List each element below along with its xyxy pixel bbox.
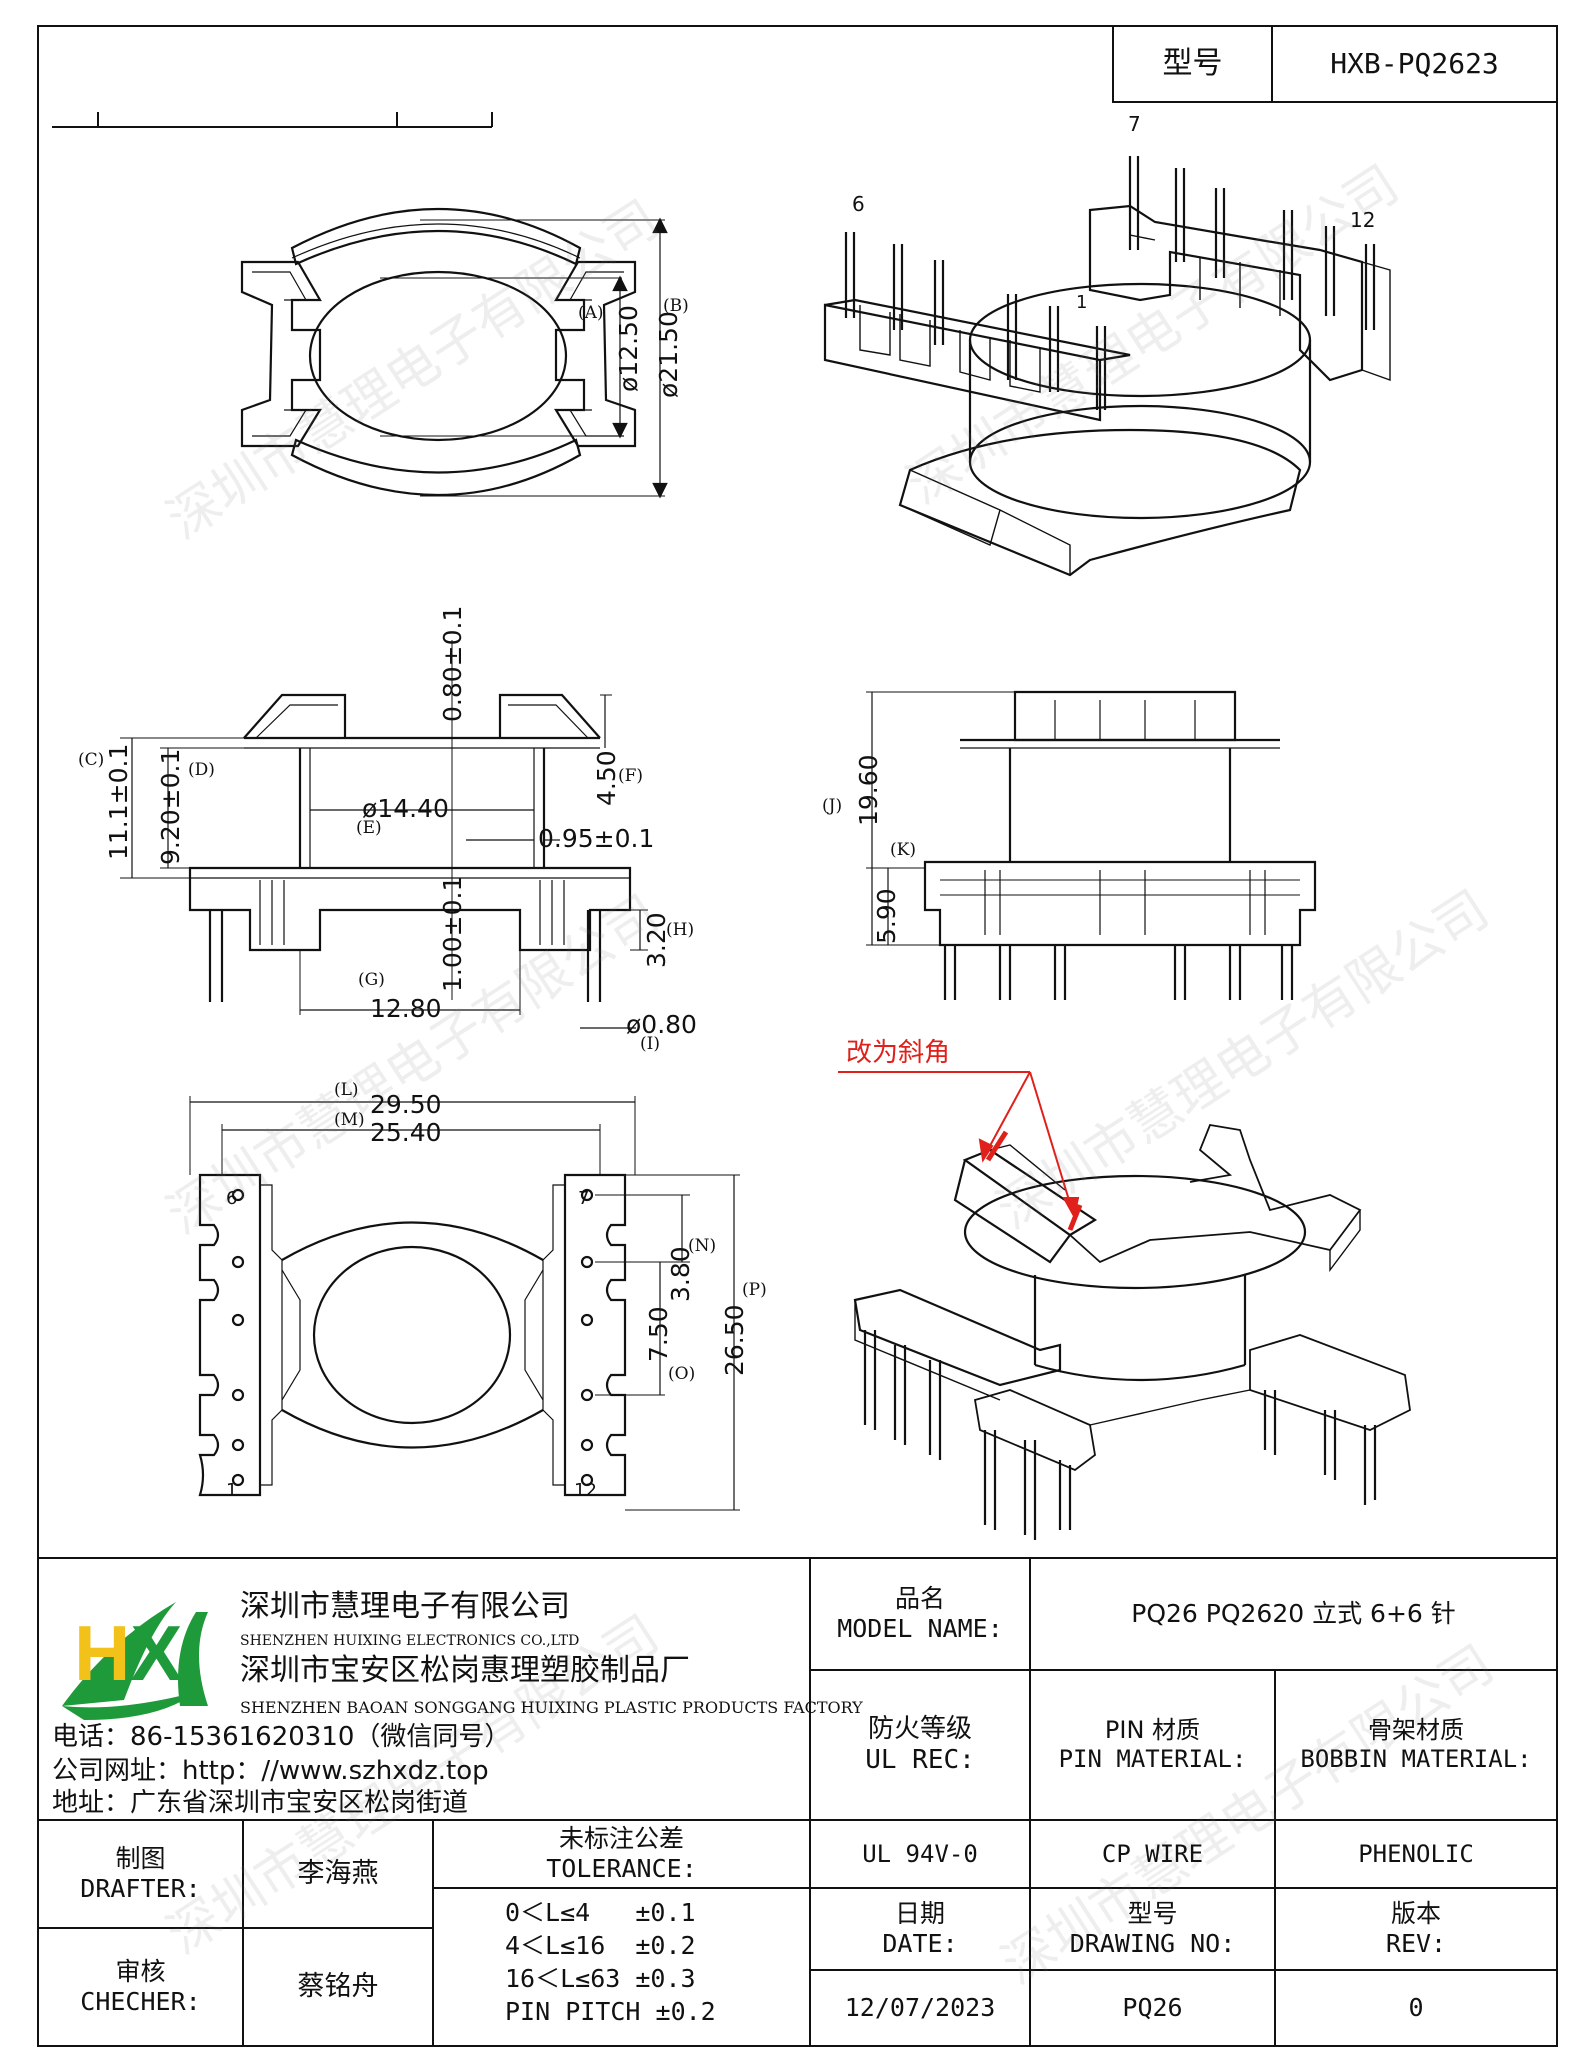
dim-h-label: (H) [666, 920, 695, 940]
pin-number-6: 6 [852, 192, 865, 216]
header-model-value: HXB-PQ2623 [1330, 47, 1499, 81]
dim-c-value: 11.1±0.1 [104, 743, 133, 860]
dim-b-value: ø21.50 [654, 311, 683, 398]
dim-j-label: (J) [822, 796, 843, 816]
tolerance-line: 4＜L≤16 ±0.2 [505, 1931, 696, 1960]
dim-g-value: 12.80 [370, 994, 442, 1023]
dim-o-value: 7.50 [644, 1306, 673, 1362]
annotation-leader [838, 1071, 1080, 1219]
dim-l-label: (L) [334, 1080, 359, 1100]
dim-bottom-flange: 1.00±0.1 [438, 875, 467, 992]
pin-number-12: 12 [1350, 208, 1376, 232]
isometric-view-bottom [853, 1123, 1411, 1540]
bottom-pin-12: 12 [574, 1480, 597, 1501]
dim-p-value: 26.50 [720, 1304, 749, 1376]
model-name-value: PQ26 PQ2620 立式 6+6 针 [1131, 1599, 1456, 1628]
side-view [866, 690, 1317, 1000]
dim-top-flange: 0.80±0.1 [438, 605, 467, 722]
fire-rating-value: UL 94V-0 [862, 1839, 978, 1868]
dim-b-label: (B) [663, 296, 689, 316]
factory-name-cn: 深圳市宝安区松岗惠理塑胶制品厂 [240, 1653, 690, 1688]
dim-wall: 0.95±0.1 [538, 824, 655, 853]
header-model-box [1112, 25, 1558, 103]
dim-e-label: (E) [356, 818, 382, 838]
date-value: 12/07/2023 [844, 1993, 996, 2022]
dim-c-label: (C) [78, 750, 105, 770]
dim-g-label: (G) [358, 970, 385, 990]
company-phone: 电话：86-15361620310（微信同号） [52, 1722, 511, 1752]
tolerance-line: 16＜L≤63 ±0.3 [505, 1964, 696, 1993]
dim-n-label: (N) [688, 1236, 717, 1256]
drawing-number-value: PQ26 [1122, 1993, 1183, 2022]
logo-letters: HX [74, 1614, 182, 1692]
dim-k-value: 5.90 [872, 888, 901, 944]
bottom-pin-6: 6 [226, 1188, 238, 1209]
dim-i-label: (I) [640, 1034, 660, 1054]
company-logo-mark [62, 1602, 208, 1720]
dim-e-value: ø14.40 [362, 794, 449, 823]
dim-i-value: ø0.80 [626, 1010, 697, 1039]
dim-k-label: (K) [890, 840, 916, 860]
logo-letter-x: X [130, 1609, 183, 1697]
bottom-view [189, 1096, 740, 1511]
tolerance-line: 0＜L≤4 ±0.1 [505, 1898, 696, 1927]
header-model-label: 型号 [1162, 46, 1223, 81]
logo-letter-h: H [74, 1609, 131, 1697]
factory-name-en: SHENZHEN BAOAN SONGGANG HUIXING PLASTIC … [240, 1698, 863, 1717]
scale-ruler [52, 112, 493, 128]
dim-m-value: 25.40 [370, 1118, 442, 1147]
dim-a-value: ø12.50 [614, 305, 643, 392]
bottom-pin-7: 7 [578, 1188, 590, 1209]
dim-d-value: 9.20±0.1 [156, 748, 185, 865]
company-name-cn: 深圳市慧理电子有限公司 [240, 1589, 570, 1624]
tolerance-table: 0＜L≤4 ±0.1 4＜L≤16 ±0.2 16＜L≤63 ±0.3 PIN … [505, 1896, 805, 2028]
dim-f-label: (F) [618, 766, 644, 786]
dim-f-value: 4.50 [592, 750, 621, 806]
bottom-pin-1: 1 [226, 1480, 238, 1501]
pin-material-value: CP WIRE [1101, 1839, 1204, 1868]
dim-a-label: (A) [578, 303, 604, 323]
sheet-border [37, 25, 1558, 2047]
pin-number-7: 7 [1128, 112, 1141, 136]
dim-d-label: (D) [188, 760, 215, 780]
dim-o-label: (O) [668, 1364, 696, 1384]
top-view [240, 207, 668, 499]
bobbin-material-value: PHENOLIC [1358, 1839, 1474, 1868]
checker-value: 蔡铭舟 [297, 1970, 379, 2002]
tolerance-line: PIN PITCH ±0.2 [505, 1997, 716, 2026]
title-block-grid [38, 1557, 1557, 2046]
revision-value: 0 [1408, 1993, 1424, 2022]
dim-l-value: 29.50 [370, 1090, 442, 1119]
annotation-text: 改为斜角 [846, 1038, 951, 1068]
isometric-view-top [823, 156, 1391, 577]
company-address: 地址：广东省深圳市宝安区松岗街道 [52, 1788, 469, 1818]
company-website: 公司网址：http：//www.szhxdz.top [52, 1756, 489, 1786]
dim-j-value: 19.60 [854, 754, 883, 826]
company-name-en: SHENZHEN HUIXING ELECTRONICS CO.,LTD [240, 1633, 580, 1649]
dim-p-label: (P) [742, 1280, 767, 1300]
front-view [120, 640, 648, 1029]
pin-number-1: 1 [1076, 292, 1088, 313]
drafter-value: 李海燕 [297, 1857, 379, 1889]
dim-m-label: (M) [334, 1110, 365, 1130]
